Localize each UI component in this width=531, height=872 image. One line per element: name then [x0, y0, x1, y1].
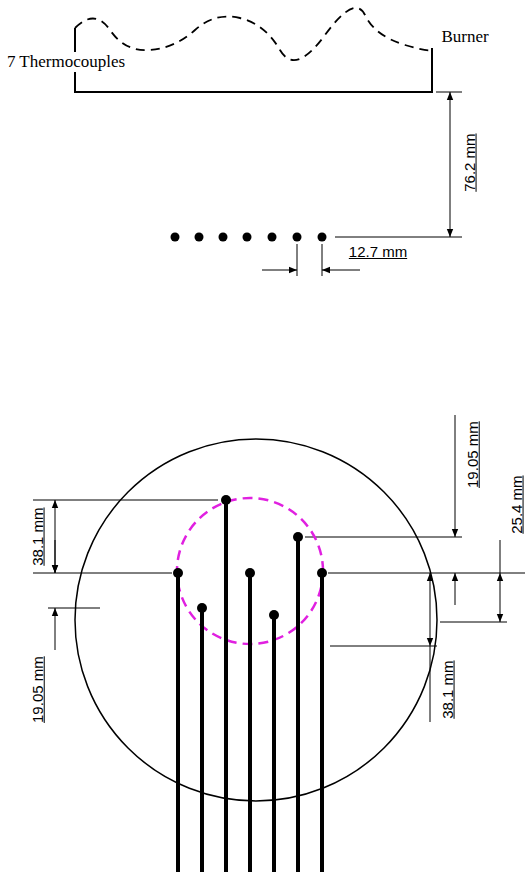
part-name: 7 Thermocouples: [5, 52, 127, 72]
thermocouple-row: [171, 233, 327, 242]
dimension-text: 19.05 mm: [463, 420, 480, 491]
flame-outline: [75, 8, 432, 60]
part-name: Burner: [439, 27, 490, 47]
dimension-text: 25.4 mm: [507, 474, 524, 536]
burner-body: [75, 28, 432, 92]
thermocouple-rods: [178, 500, 322, 872]
dimension-text: 38.1 mm: [28, 506, 45, 568]
dimension-text: 12.7 mm: [347, 243, 409, 260]
burner-outline: [75, 439, 437, 801]
dimension-text: 38.1 mm: [438, 659, 455, 721]
dimension-text: 19.05 mm: [28, 655, 45, 726]
dimension-text: 76.2 mm: [460, 132, 477, 194]
dimension-lines: [33, 92, 525, 722]
thermocouple-tips: [173, 495, 327, 620]
